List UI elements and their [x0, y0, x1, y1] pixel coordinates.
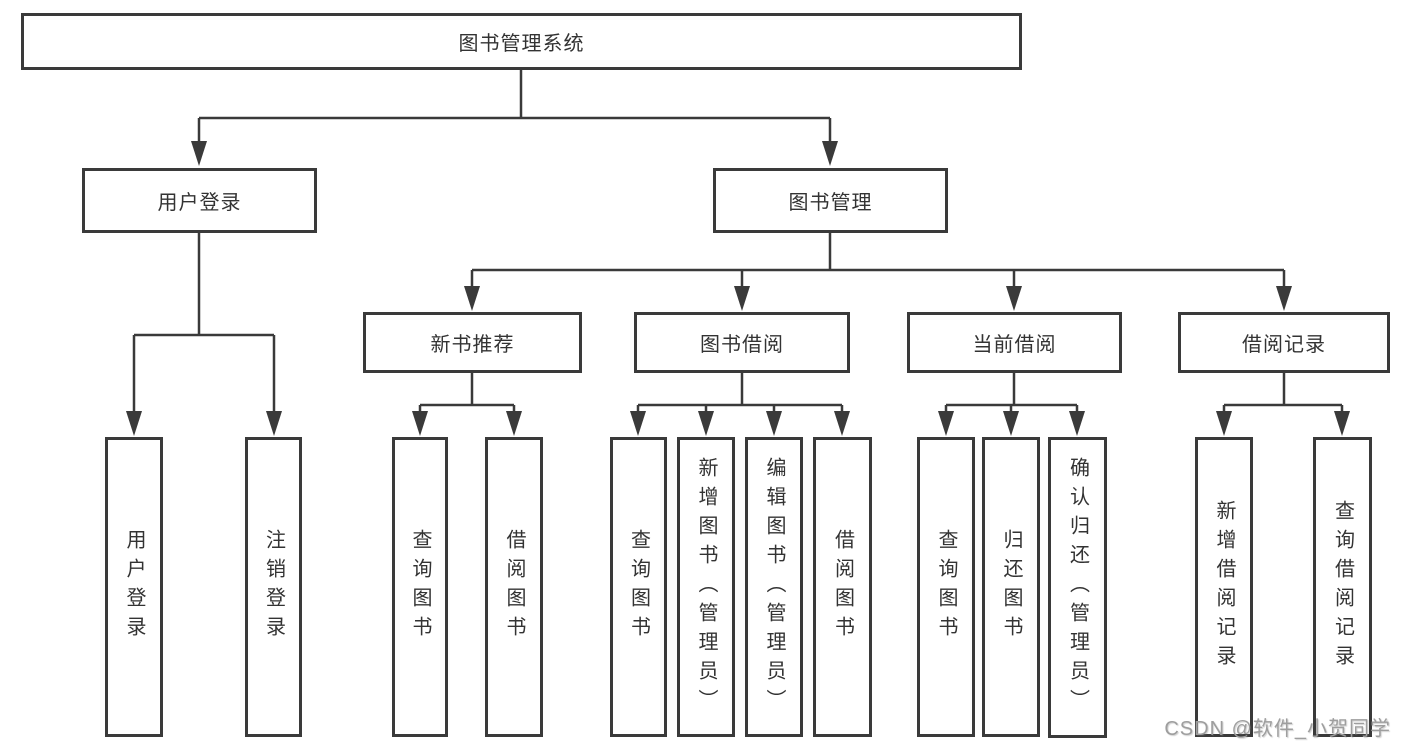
node-leaf-bb-add-books-admin: 新增图书（管理员）	[677, 437, 735, 737]
node-user-login: 用户登录	[82, 168, 317, 233]
node-leaf-bb-borrow-books: 借阅图书	[813, 437, 872, 737]
node-leaf-cb-query-books: 查询图书	[917, 437, 975, 737]
node-label: 编辑图书（管理员）	[763, 456, 785, 718]
node-label: 查询借阅记录	[1331, 500, 1354, 674]
node-label: 图书管理	[788, 192, 873, 214]
connector-new-book	[418, 373, 516, 414]
arrowhead	[1276, 286, 1292, 311]
arrowhead	[412, 411, 428, 436]
node-current-borrowing: 当前借阅	[907, 312, 1122, 373]
node-book-borrowing: 图书借阅	[634, 312, 850, 373]
node-label: 新增借阅记录	[1213, 500, 1235, 674]
node-leaf-cb-return-books: 归还图书	[982, 437, 1040, 737]
node-leaf-user-login: 用户登录	[105, 437, 163, 737]
node-leaf-nb-query-books: 查询图书	[392, 437, 448, 737]
node-label: 注销登录	[262, 529, 285, 645]
node-label: 借阅记录	[1242, 334, 1326, 356]
node-label: 查询图书	[935, 529, 957, 645]
connector-current-borrow	[944, 373, 1079, 414]
node-label: 用户登录	[157, 192, 242, 214]
arrowhead	[1069, 411, 1085, 436]
connector-user-login	[132, 233, 276, 414]
node-label: 借阅图书	[831, 529, 854, 645]
node-leaf-br-add-record: 新增借阅记录	[1195, 437, 1253, 737]
arrowhead	[766, 411, 782, 436]
node-label: 图书管理系统	[458, 33, 585, 55]
arrowhead	[266, 411, 282, 436]
csdn-watermark: CSDN @软件_小贺同学	[1164, 718, 1391, 740]
node-label: 新书推荐	[430, 334, 515, 356]
connector-borrow-record	[1222, 373, 1344, 414]
arrowhead	[1006, 286, 1022, 311]
node-label: 图书借阅	[700, 334, 784, 356]
node-label: 查询图书	[409, 529, 431, 645]
node-leaf-logout: 注销登录	[245, 437, 302, 737]
arrowhead	[734, 286, 750, 311]
node-leaf-bb-edit-books-admin: 编辑图书（管理员）	[745, 437, 803, 737]
arrowhead	[1003, 411, 1019, 436]
node-label: 新增图书（管理员）	[695, 456, 717, 718]
node-label: 借阅图书	[503, 529, 525, 645]
node-book-management: 图书管理	[713, 168, 948, 233]
node-leaf-cb-confirm-return-admin: 确认归还（管理员）	[1048, 437, 1107, 738]
node-new-book-recommend: 新书推荐	[363, 312, 582, 373]
arrowhead	[464, 286, 480, 311]
arrowhead	[822, 141, 838, 166]
node-label: 归还图书	[1000, 529, 1022, 645]
node-borrowing-records: 借阅记录	[1178, 312, 1390, 373]
connector-book-borrow	[636, 373, 844, 414]
connector-root	[197, 70, 832, 144]
arrowhead	[698, 411, 714, 436]
arrowhead	[630, 411, 646, 436]
node-label: 查询图书	[627, 529, 650, 645]
node-leaf-bb-query-books: 查询图书	[610, 437, 667, 737]
node-root-system: 图书管理系统	[21, 13, 1022, 70]
connector-book-mgmt	[470, 233, 1286, 289]
arrowhead	[834, 411, 850, 436]
node-leaf-br-query-record: 查询借阅记录	[1313, 437, 1372, 737]
arrowhead	[1216, 411, 1232, 436]
node-label: 用户登录	[123, 529, 145, 645]
arrowhead	[938, 411, 954, 436]
arrowhead	[126, 411, 142, 436]
node-label: 确认归还（管理员）	[1066, 457, 1089, 718]
node-label: 当前借阅	[972, 334, 1057, 356]
arrowhead	[191, 141, 207, 166]
arrowhead	[506, 411, 522, 436]
arrowhead	[1334, 411, 1350, 436]
node-leaf-nb-borrow-books: 借阅图书	[485, 437, 543, 737]
